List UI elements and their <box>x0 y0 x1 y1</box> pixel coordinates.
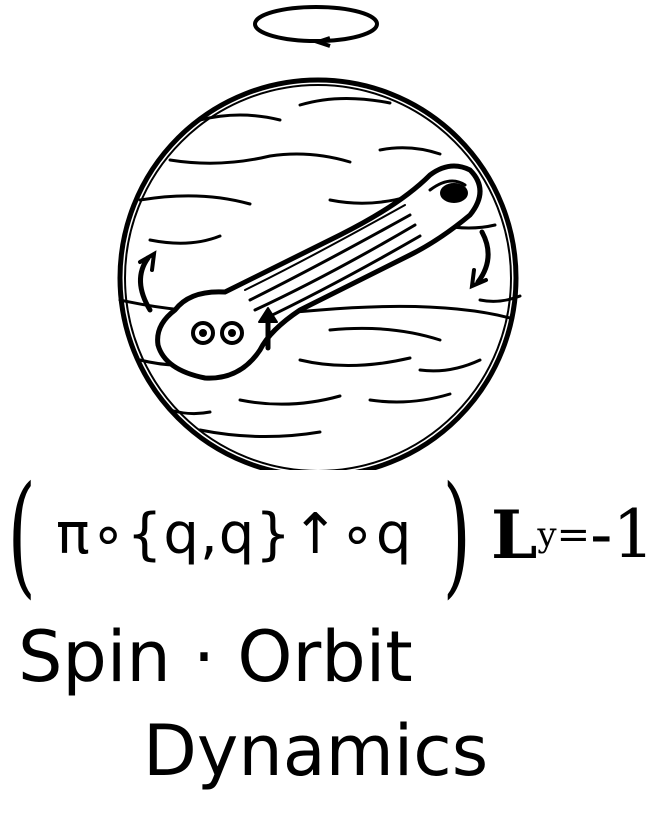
formula-equals: = <box>556 512 591 558</box>
orbit-arrow-right-icon <box>469 229 491 290</box>
caption-line-1: Spin · Orbit <box>18 616 413 698</box>
meson-molecule-icon <box>155 163 483 381</box>
formula-subscript: y <box>537 515 557 555</box>
formula-close-paren: ) <box>442 458 471 612</box>
orbit-arrow-left-icon <box>138 250 157 313</box>
caption-line-2: Dynamics <box>143 710 489 792</box>
formula-body: π∘{q,q}↑∘q <box>56 502 413 567</box>
formula-value: -1 <box>590 496 655 573</box>
formula-symbol: L <box>491 496 538 574</box>
rotation-halo-icon <box>253 5 379 48</box>
formula-open-paren: ( <box>7 458 36 612</box>
spin-orbit-illustration <box>117 5 522 470</box>
